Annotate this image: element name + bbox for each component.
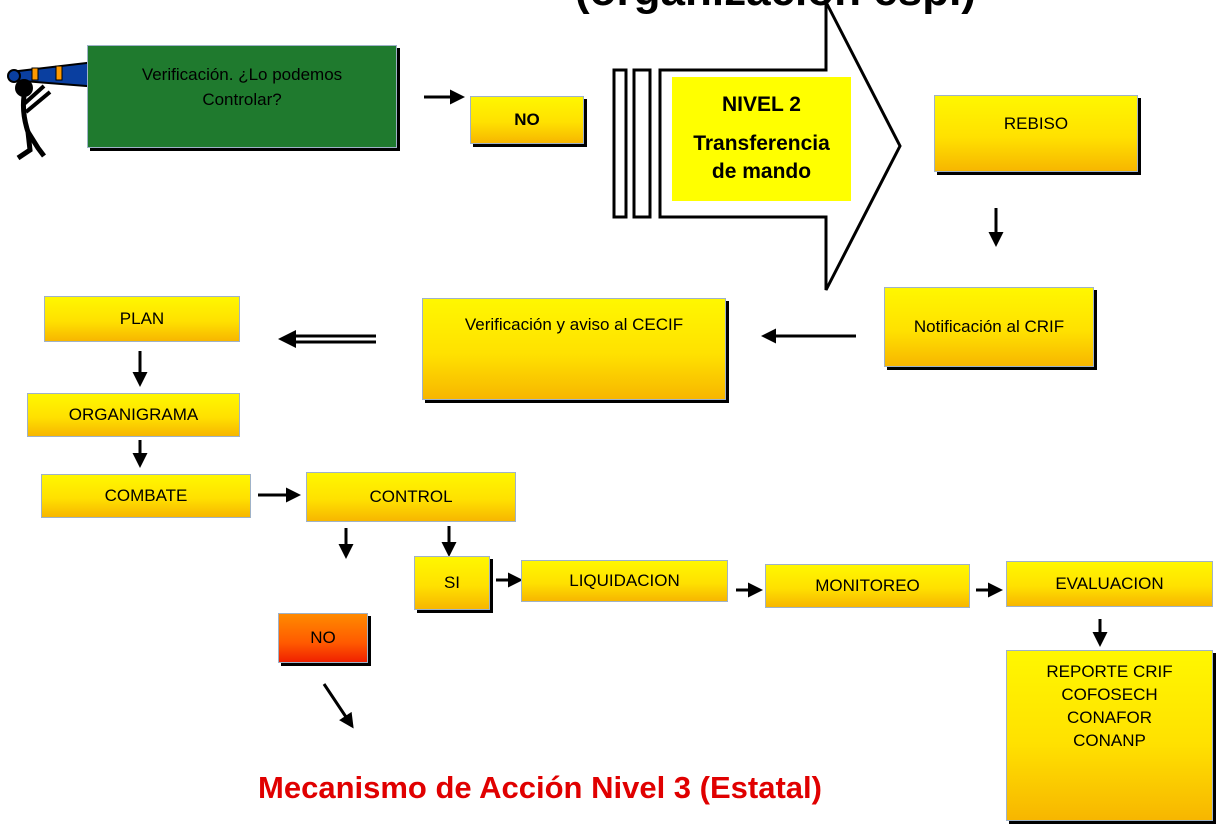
rebiso-box: REBISO — [934, 95, 1138, 172]
reporte-line-1: REPORTE CRIF — [1046, 662, 1173, 681]
no-bottom-box: NO — [278, 613, 368, 663]
notificacion-crif-text: Notificación al CRIF — [913, 316, 1065, 336]
plan-box: PLAN — [44, 296, 240, 342]
reporte-line-3: CONAFOR — [1067, 707, 1152, 727]
organigrama-box: ORGANIGRAMA — [27, 393, 240, 437]
telescope-figure-icon — [7, 58, 113, 161]
no-bottom-text: NO — [310, 627, 336, 647]
reporte-box: REPORTE CRIF COFOSECH CONAFOR CONANP — [1006, 650, 1213, 821]
nivel2-label: NIVEL 2 Transferencia de mando — [672, 77, 851, 201]
liquidacion-text: LIQUIDACION — [569, 570, 680, 590]
no-top-box: NO — [470, 96, 584, 144]
verificacion-cecif-box: Verificación y aviso al CECIF — [422, 298, 726, 400]
verificacion-controlar-box: Verificación. ¿Lo podemos Controlar? — [87, 45, 397, 148]
monitoreo-box: MONITOREO — [765, 564, 970, 608]
si-text: SI — [443, 572, 461, 592]
double-arrow-verif-to-plan — [278, 330, 376, 348]
footer-title: Mecanismo de Acción Nivel 3 (Estatal) — [258, 770, 822, 805]
notificacion-crif-box: Notificación al CRIF — [884, 287, 1094, 367]
organigrama-text: ORGANIGRAMA — [68, 404, 199, 424]
reporte-line-4: CONANP — [1073, 730, 1146, 750]
no-top-text: NO — [514, 109, 540, 129]
control-box: CONTROL — [306, 472, 516, 522]
clipped-header-text: (organización esp.) — [575, 0, 976, 16]
liquidacion-box: LIQUIDACION — [521, 560, 728, 602]
nivel2-sub2: de mando — [711, 160, 812, 184]
verificacion-cecif-text: Verificación y aviso al CECIF — [464, 315, 684, 334]
arrow-no-down — [322, 683, 354, 729]
plan-text: PLAN — [119, 308, 165, 328]
nivel2-title: NIVEL 2 — [722, 93, 801, 117]
si-box: SI — [414, 556, 490, 610]
evaluacion-text: EVALUACION — [1055, 573, 1164, 593]
monitoreo-text: MONITOREO — [815, 575, 920, 595]
nivel2-sub1: Transferencia — [693, 131, 830, 155]
verificacion-controlar-text: Verificación. ¿Lo podemos Controlar? — [141, 64, 343, 109]
combate-box: COMBATE — [41, 474, 251, 518]
control-text: CONTROL — [369, 486, 453, 506]
combate-text: COMBATE — [104, 485, 188, 505]
reporte-line-2: COFOSECH — [1061, 684, 1158, 704]
evaluacion-box: EVALUACION — [1006, 561, 1213, 607]
rebiso-text: REBISO — [1003, 114, 1069, 133]
